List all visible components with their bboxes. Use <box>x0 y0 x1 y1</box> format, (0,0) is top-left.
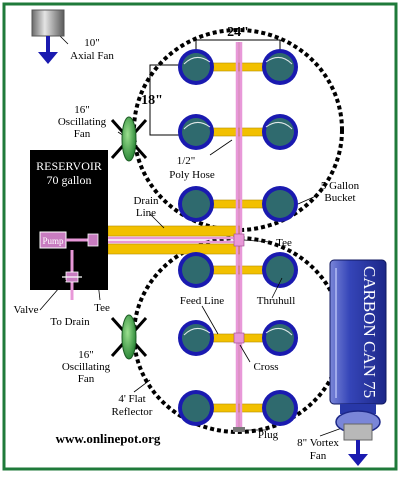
oscillating-fan-bottom-size: 16" <box>78 349 94 361</box>
dimension-18 <box>149 64 183 136</box>
reflector-top <box>132 28 344 232</box>
reservoir-capacity: 70 gallon <box>47 173 92 187</box>
thruhull-label: Thruhull <box>257 295 296 307</box>
reservoir-title: RESERVOIR <box>36 159 102 173</box>
plug <box>233 427 245 432</box>
oscillating-fan-icon <box>110 116 148 162</box>
axial-fan-icon <box>31 9 65 64</box>
dimension-24-label: 24" <box>227 25 249 40</box>
feed-line-label: Feed Line <box>180 295 224 307</box>
drain-line-label: Drain <box>133 195 159 207</box>
bucket-r1-left <box>178 49 214 85</box>
bucket-r6-left <box>178 390 214 426</box>
bucket-r4-right <box>262 252 298 288</box>
bucket-size: 5 Gallon <box>321 180 360 192</box>
cross-label: Cross <box>253 361 278 373</box>
oscillating-fan-bottom-word: Fan <box>78 373 95 385</box>
drain-line-lower <box>107 243 241 255</box>
bucket-r6-right <box>262 390 298 426</box>
poly-hose-size: 1/2" <box>177 155 196 167</box>
axial-fan-label: Axial Fan <box>70 50 114 62</box>
tee-label-left: Tee <box>94 302 110 314</box>
bucket-label: Bucket <box>324 192 355 204</box>
cross-joint <box>233 332 245 344</box>
bucket-r5-left <box>178 320 214 356</box>
vortex-fan-icon <box>335 404 381 466</box>
drain-line-label-2: Line <box>136 207 156 219</box>
tee-label-right: Tee <box>276 237 292 249</box>
buckets <box>178 49 298 426</box>
bucket-r5-right <box>262 320 298 356</box>
oscillating-fan-icon <box>110 314 148 360</box>
vortex-fan-size: 8" Vortex <box>297 437 339 449</box>
feed-line-arcs <box>183 57 293 336</box>
bucket-r1-right <box>262 49 298 85</box>
reflector-label: Reflector <box>112 406 153 418</box>
plug-label: Plug <box>258 429 279 441</box>
dimension-24 <box>195 39 281 53</box>
reservoir-tee <box>87 233 99 247</box>
oscillating-fan-top-label: Oscillating <box>58 116 107 128</box>
drain-line-upper <box>107 225 241 237</box>
bucket-r2-left <box>178 114 214 150</box>
poly-hose-label: Poly Hose <box>169 169 215 181</box>
pump-label: Pump <box>42 236 64 246</box>
vortex-fan-label: Fan <box>310 450 327 462</box>
reflector-size: 4' Flat <box>118 393 145 405</box>
carbon-can-label: CARBON CAN 75 <box>360 266 379 398</box>
oscillating-fan-bottom-label: Oscillating <box>62 361 111 373</box>
bucket-r2-right <box>262 114 298 150</box>
to-drain-label: To Drain <box>50 316 90 328</box>
valve-label: Valve <box>13 304 38 316</box>
bucket-r3-left <box>178 186 214 222</box>
tee-joint <box>233 233 245 247</box>
website-label: www.onlinepot.org <box>56 431 161 446</box>
oscillating-fan-top-word: Fan <box>74 128 91 140</box>
leader-lines <box>39 33 343 437</box>
bucket-r3-right <box>262 186 298 222</box>
axial-fan-size: 10" <box>84 37 100 49</box>
bucket-r4-left <box>178 252 214 288</box>
reservoir <box>30 150 108 290</box>
dimension-18-label: 18" <box>141 93 163 108</box>
oscillating-fan-top-size: 16" <box>74 104 90 116</box>
